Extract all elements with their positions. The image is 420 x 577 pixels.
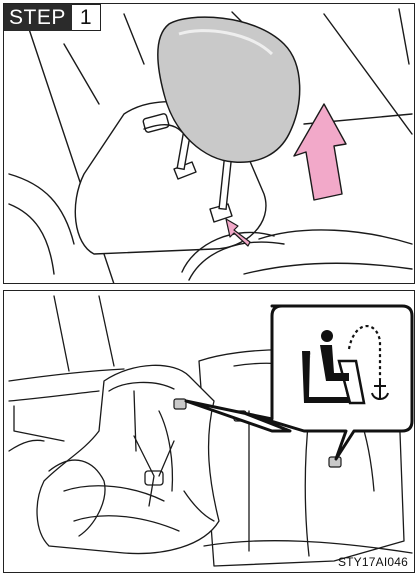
step-badge: STEP 1: [4, 4, 101, 31]
bottom-panel-child-seat: STY17AI046: [3, 290, 415, 573]
anchor-indicator-1: [174, 399, 186, 409]
step-number: 1: [72, 4, 101, 31]
figure-code: STY17AI046: [338, 555, 408, 569]
top-panel-headrest-removal: STEP 1: [3, 3, 415, 284]
headrest-illustration: [4, 4, 415, 284]
up-arrow-icon: [294, 104, 346, 200]
child-seat: [37, 365, 219, 553]
child-seat-illustration: [4, 291, 415, 573]
step-label: STEP: [4, 4, 72, 31]
